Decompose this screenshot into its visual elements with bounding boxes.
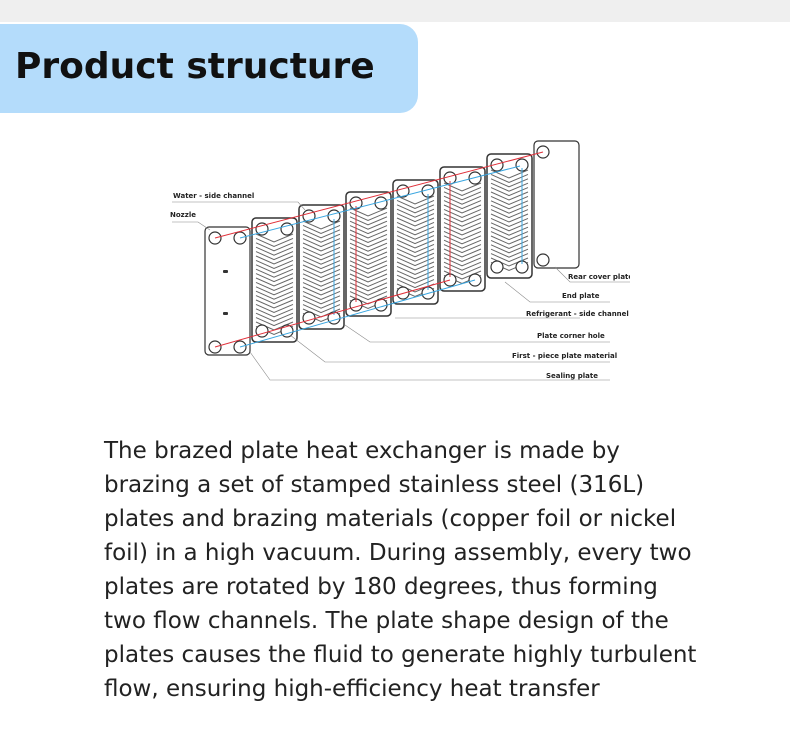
label-plate-corner-hole: Plate corner hole (537, 332, 605, 340)
plate-corrugation (255, 281, 294, 291)
label-refrigerant-side-channel: Refrigerant - side channel (526, 310, 629, 318)
plate-corrugation (255, 237, 294, 247)
plate-corrugation (255, 246, 294, 256)
plate-corrugation (255, 233, 294, 243)
cold-channel-line (239, 165, 521, 239)
plate-corrugation (255, 295, 294, 305)
plate-corrugation (255, 312, 294, 322)
label-rear-cover-plate: Rear cover plate (568, 273, 630, 281)
plate-corrugation (255, 308, 294, 318)
plate-corrugation (255, 264, 294, 274)
nozzle-stud (223, 312, 228, 315)
heat-transfer-plate (392, 179, 439, 305)
plate-corrugation (255, 317, 294, 327)
heat-transfer-plate (298, 204, 345, 330)
label-nozzle: Nozzle (170, 211, 196, 219)
heat-transfer-plate (251, 217, 298, 343)
plate-corrugation (255, 251, 294, 261)
label-sealing-plate: Sealing plate (546, 372, 598, 380)
plate-corrugation (255, 286, 294, 296)
label-first-piece-plate-material: First - piece plate material (512, 352, 617, 360)
nozzle-stud (223, 270, 228, 273)
plate-corrugation (255, 273, 294, 283)
corner-hole (302, 311, 316, 325)
plate-corrugation (255, 268, 294, 278)
corner-hole (490, 158, 504, 172)
sealing-plate (204, 226, 251, 356)
corner-hole (536, 253, 550, 267)
heat-transfer-plate (439, 166, 486, 292)
corner-hole (490, 260, 504, 274)
plate-corrugation (255, 255, 294, 265)
plate-corrugation (255, 290, 294, 300)
page-title: Product structure (15, 46, 375, 87)
description-text: The brazed plate heat exchanger is made … (104, 438, 697, 702)
corner-hole (280, 222, 294, 236)
section-header: Product structure (0, 24, 418, 113)
rear-cover-plate (533, 140, 580, 269)
plate-corrugation (255, 303, 294, 313)
top-strip (0, 0, 790, 22)
plate-corrugation (255, 259, 294, 269)
plate-corrugation (255, 277, 294, 287)
label-water-side-channel: Water - side channel (173, 192, 254, 200)
plate-corrugation (255, 299, 294, 309)
heat-exchanger-diagram: Water - side channel Nozzle Rear cover p… (170, 140, 630, 381)
hot-channel-line (214, 151, 544, 239)
cold-channel-line (239, 279, 476, 348)
heat-transfer-plate (345, 191, 392, 317)
heat-transfer-plate (486, 153, 533, 279)
label-end-plate: End plate (562, 292, 600, 300)
hot-channel-line (214, 279, 451, 348)
plate-corrugation (255, 242, 294, 252)
